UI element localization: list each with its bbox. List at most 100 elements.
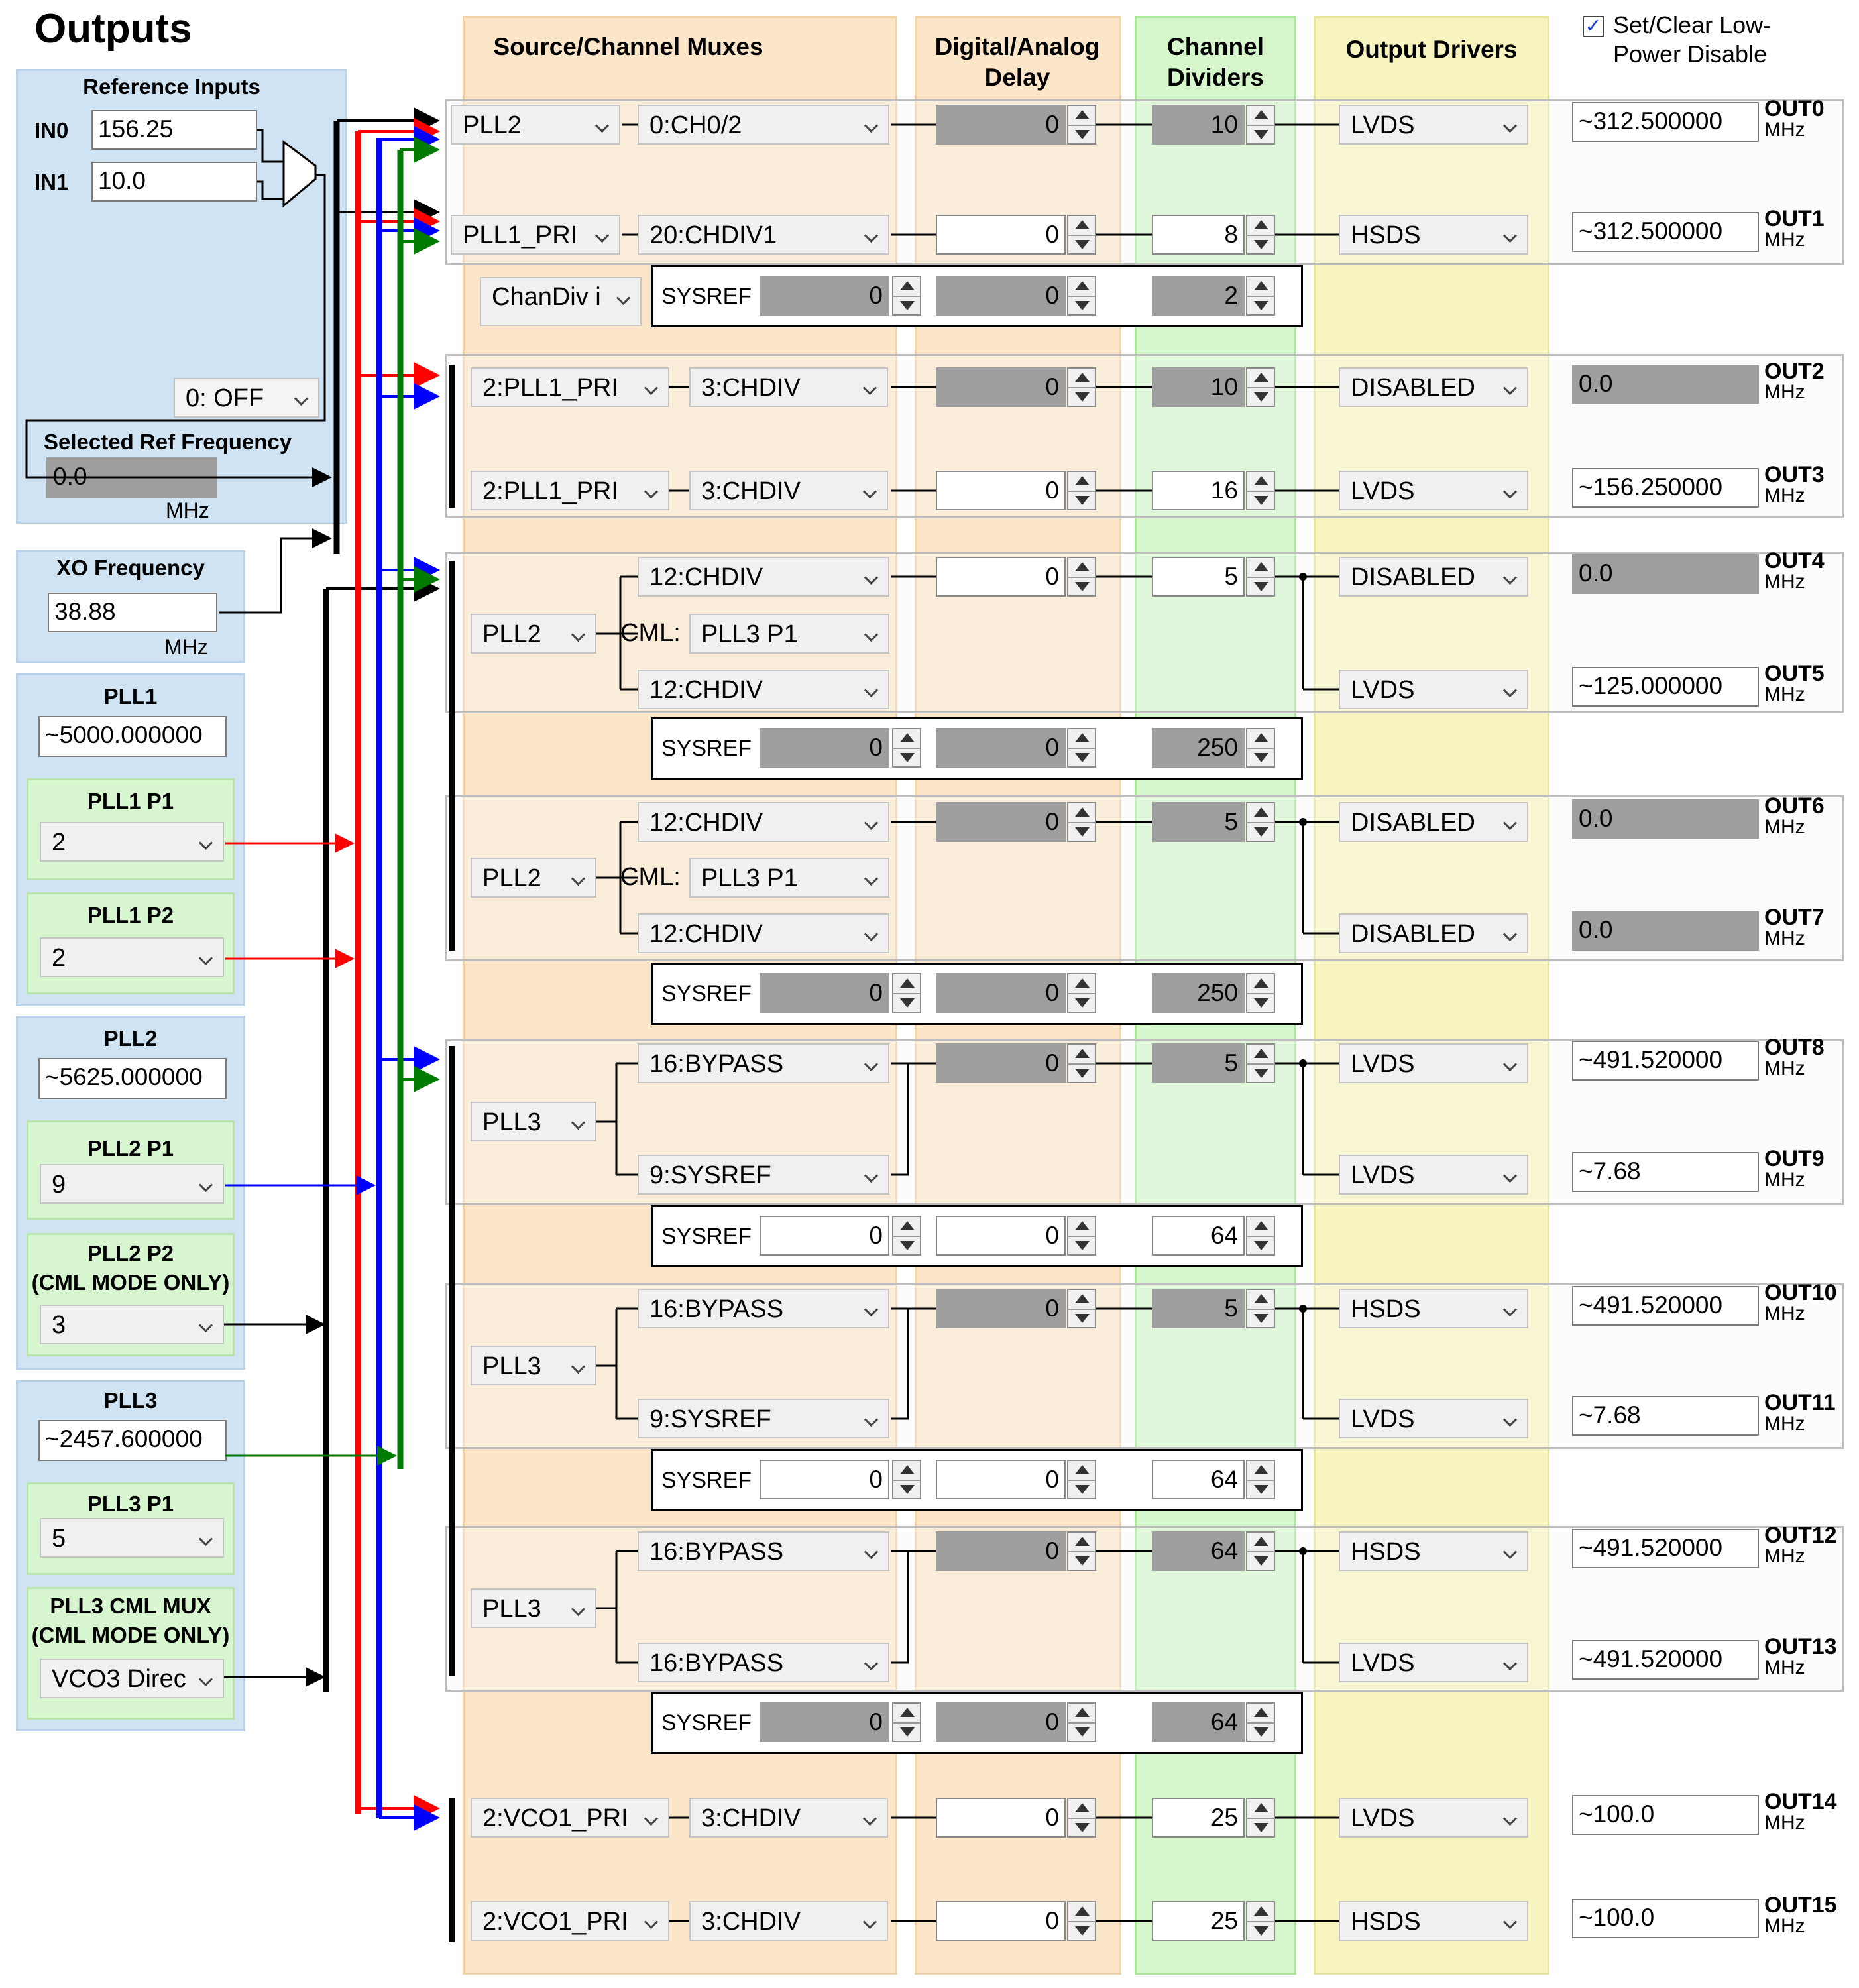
sysref-a-spinner[interactable]	[892, 973, 921, 1013]
channel-mux-select-out15[interactable]: 3:CHDIV	[689, 1901, 888, 1941]
channel-mux-select-out9[interactable]: 9:SYSREF	[638, 1155, 889, 1195]
pll1-p1-select[interactable]: 2	[40, 822, 224, 862]
channel-mux-select-out13[interactable]: 16:BYPASS	[638, 1643, 889, 1682]
divider-spinner-out10[interactable]	[1246, 1289, 1275, 1328]
source-select-out0[interactable]: PLL2	[451, 105, 620, 145]
delay-spinner-out15[interactable]	[1067, 1901, 1096, 1941]
sysref-a-input[interactable]: 0	[760, 1216, 889, 1256]
pll2-p2-select[interactable]: 3	[40, 1305, 224, 1344]
sysref-c-spinner[interactable]	[1246, 1216, 1275, 1256]
channel-mux-select-out10[interactable]: 16:BYPASS	[638, 1289, 889, 1328]
sysref-a-input[interactable]: 0	[760, 1702, 889, 1742]
delay-spinner-out8[interactable]	[1067, 1043, 1096, 1083]
divider-input-out4[interactable]: 5	[1152, 557, 1245, 597]
divider-input-out12[interactable]: 64	[1152, 1531, 1245, 1571]
sysref-b-spinner[interactable]	[1067, 1460, 1096, 1499]
driver-select-out8[interactable]: LVDS	[1339, 1043, 1528, 1083]
ref-mux-select[interactable]: 0: OFF	[174, 378, 319, 418]
sysref-c-spinner[interactable]	[1246, 276, 1275, 316]
pll1-p2-select[interactable]: 2	[40, 937, 224, 977]
divider-input-out1[interactable]: 8	[1152, 215, 1245, 255]
sysref-c-input[interactable]: 64	[1152, 1460, 1245, 1499]
divider-input-out0[interactable]: 10	[1152, 105, 1245, 145]
sysref-a-input[interactable]: 0	[760, 728, 889, 768]
sysref-c-input[interactable]: 64	[1152, 1702, 1245, 1742]
source-select-out14[interactable]: 2:VCO1_PRI	[471, 1798, 669, 1838]
divider-spinner-out1[interactable]	[1246, 215, 1275, 255]
sysref-c-input[interactable]: 250	[1152, 728, 1245, 768]
driver-select-out1[interactable]: HSDS	[1339, 215, 1528, 255]
sysref-c-spinner[interactable]	[1246, 1460, 1275, 1499]
driver-select-out6[interactable]: DISABLED	[1339, 802, 1528, 842]
source-select-out15[interactable]: 2:VCO1_PRI	[471, 1901, 669, 1941]
delay-input-out14[interactable]: 0	[936, 1798, 1066, 1838]
driver-select-out14[interactable]: LVDS	[1339, 1798, 1528, 1838]
delay-input-out1[interactable]: 0	[936, 215, 1066, 255]
driver-select-out13[interactable]: LVDS	[1339, 1643, 1528, 1682]
delay-spinner-out2[interactable]	[1067, 367, 1096, 407]
sysref-c-spinner[interactable]	[1246, 728, 1275, 768]
channel-mux-select-out5[interactable]: 12:CHDIV	[638, 670, 889, 709]
sysref-c-spinner[interactable]	[1246, 1702, 1275, 1742]
sysref-c-input[interactable]: 2	[1152, 276, 1245, 316]
delay-input-out15[interactable]: 0	[936, 1901, 1066, 1941]
driver-select-out15[interactable]: HSDS	[1339, 1901, 1528, 1941]
sysref-a-input[interactable]: 0	[760, 1460, 889, 1499]
divider-input-out3[interactable]: 16	[1152, 471, 1245, 510]
sysref-b-input[interactable]: 0	[936, 728, 1066, 768]
cml-select-g3[interactable]: PLL3 P1	[689, 858, 889, 898]
divider-spinner-out0[interactable]	[1246, 105, 1275, 145]
divider-input-out8[interactable]: 5	[1152, 1043, 1245, 1083]
sysref-c-input[interactable]: 64	[1152, 1216, 1245, 1256]
pll3-p1-select[interactable]: 5	[40, 1518, 224, 1558]
delay-input-out3[interactable]: 0	[936, 471, 1066, 510]
sysref-c-spinner[interactable]	[1246, 973, 1275, 1013]
delay-spinner-out10[interactable]	[1067, 1289, 1096, 1328]
lowpower-checkbox[interactable]: ✓	[1583, 16, 1604, 37]
channel-mux-select-out6[interactable]: 12:CHDIV	[638, 802, 889, 842]
channel-mux-select-out4[interactable]: 12:CHDIV	[638, 557, 889, 597]
sysref-a-input[interactable]: 0	[760, 973, 889, 1013]
divider-input-out10[interactable]: 5	[1152, 1289, 1245, 1328]
delay-spinner-out12[interactable]	[1067, 1531, 1096, 1571]
sysref-b-spinner[interactable]	[1067, 276, 1096, 316]
delay-input-out8[interactable]: 0	[936, 1043, 1066, 1083]
divider-spinner-out2[interactable]	[1246, 367, 1275, 407]
divider-spinner-out6[interactable]	[1246, 802, 1275, 842]
divider-input-out2[interactable]: 10	[1152, 367, 1245, 407]
channel-mux-select-out11[interactable]: 9:SYSREF	[638, 1399, 889, 1438]
delay-spinner-out3[interactable]	[1067, 471, 1096, 510]
channel-mux-select-out1[interactable]: 20:CHDIV1	[638, 215, 889, 255]
channel-mux-select-out7[interactable]: 12:CHDIV	[638, 913, 889, 953]
divider-spinner-out8[interactable]	[1246, 1043, 1275, 1083]
divider-input-out6[interactable]: 5	[1152, 802, 1245, 842]
channel-mux-select-out14[interactable]: 3:CHDIV	[689, 1798, 888, 1838]
driver-select-out9[interactable]: LVDS	[1339, 1155, 1528, 1195]
driver-select-out5[interactable]: LVDS	[1339, 670, 1528, 709]
chandiv-select[interactable]: ChanDiv i	[480, 277, 642, 326]
source-select-out2[interactable]: 2:PLL1_PRI	[471, 367, 669, 407]
sysref-b-spinner[interactable]	[1067, 728, 1096, 768]
group-source-select-g5[interactable]: PLL3	[471, 1346, 596, 1385]
sysref-b-spinner[interactable]	[1067, 1216, 1096, 1256]
pll3-cml-select[interactable]: VCO3 Direc	[40, 1659, 224, 1698]
divider-spinner-out14[interactable]	[1246, 1798, 1275, 1838]
sysref-b-input[interactable]: 0	[936, 1216, 1066, 1256]
sysref-a-input[interactable]: 0	[760, 276, 889, 316]
sysref-a-spinner[interactable]	[892, 1216, 921, 1256]
cml-select-g2[interactable]: PLL3 P1	[689, 614, 889, 654]
group-source-select-g3[interactable]: PLL2	[471, 858, 596, 898]
delay-spinner-out14[interactable]	[1067, 1798, 1096, 1838]
delay-spinner-out4[interactable]	[1067, 557, 1096, 597]
channel-mux-select-out2[interactable]: 3:CHDIV	[689, 367, 888, 407]
pll2-p1-select[interactable]: 9	[40, 1164, 224, 1204]
delay-input-out2[interactable]: 0	[936, 367, 1066, 407]
group-source-select-g4[interactable]: PLL3	[471, 1102, 596, 1141]
sysref-a-spinner[interactable]	[892, 1702, 921, 1742]
delay-input-out10[interactable]: 0	[936, 1289, 1066, 1328]
channel-mux-select-out3[interactable]: 3:CHDIV	[689, 471, 888, 510]
delay-spinner-out0[interactable]	[1067, 105, 1096, 145]
divider-spinner-out15[interactable]	[1246, 1901, 1275, 1941]
divider-input-out15[interactable]: 25	[1152, 1901, 1245, 1941]
delay-input-out6[interactable]: 0	[936, 802, 1066, 842]
